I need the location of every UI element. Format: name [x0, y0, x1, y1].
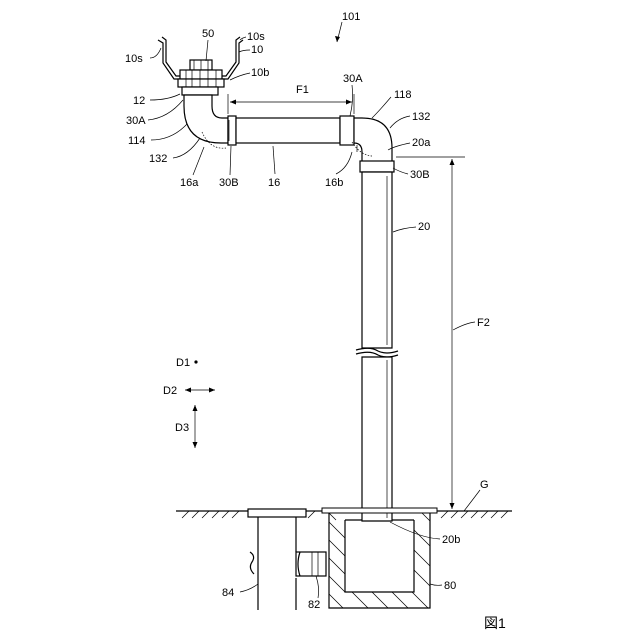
label-16a: 16a [180, 177, 199, 189]
label-132-right: 132 [412, 111, 430, 123]
connector-82 [296, 552, 326, 576]
reference-labels: 101 50 10s 10 10s 10b 12 30A 114 132 16a… [125, 11, 506, 631]
horizontal-pipe-16 [228, 116, 354, 145]
label-g: G [480, 479, 489, 491]
elbow-114 [182, 87, 228, 143]
label-82: 82 [308, 599, 320, 611]
label-10s-top: 10s [247, 31, 265, 43]
drain-fitting-50 [178, 60, 224, 87]
label-30b-left: 30B [219, 177, 239, 189]
label-f2: F2 [477, 317, 490, 329]
direction-indicators [185, 360, 215, 448]
label-10s-left: 10s [125, 53, 143, 65]
label-30b-right: 30B [410, 169, 430, 181]
label-50: 50 [202, 28, 214, 40]
dimension-f1 [228, 94, 354, 114]
dimension-f2 [396, 157, 465, 511]
label-d1: D1 [176, 357, 190, 369]
label-10b: 10b [251, 67, 269, 79]
label-101: 101 [342, 11, 360, 23]
label-132-left: 132 [149, 153, 167, 165]
basin-80 [322, 508, 437, 608]
label-16b: 16b [325, 177, 343, 189]
label-20: 20 [418, 221, 430, 233]
vertical-pipe-20 [356, 161, 398, 521]
label-10: 10 [251, 44, 263, 56]
figure-number: 図1 [484, 615, 506, 631]
label-30a-right: 30A [343, 73, 363, 85]
elbow-118 [354, 118, 392, 162]
label-80: 80 [444, 580, 456, 592]
label-84: 84 [222, 587, 234, 599]
label-16: 16 [268, 177, 280, 189]
label-114: 114 [128, 135, 146, 147]
label-20b: 20b [442, 534, 460, 546]
label-118: 118 [394, 89, 412, 101]
label-f1: F1 [296, 84, 309, 96]
label-d3: D3 [175, 422, 189, 434]
label-d2: D2 [163, 385, 177, 397]
label-20a: 20a [412, 137, 431, 149]
label-12: 12 [133, 95, 145, 107]
label-30a-left: 30A [126, 115, 146, 127]
